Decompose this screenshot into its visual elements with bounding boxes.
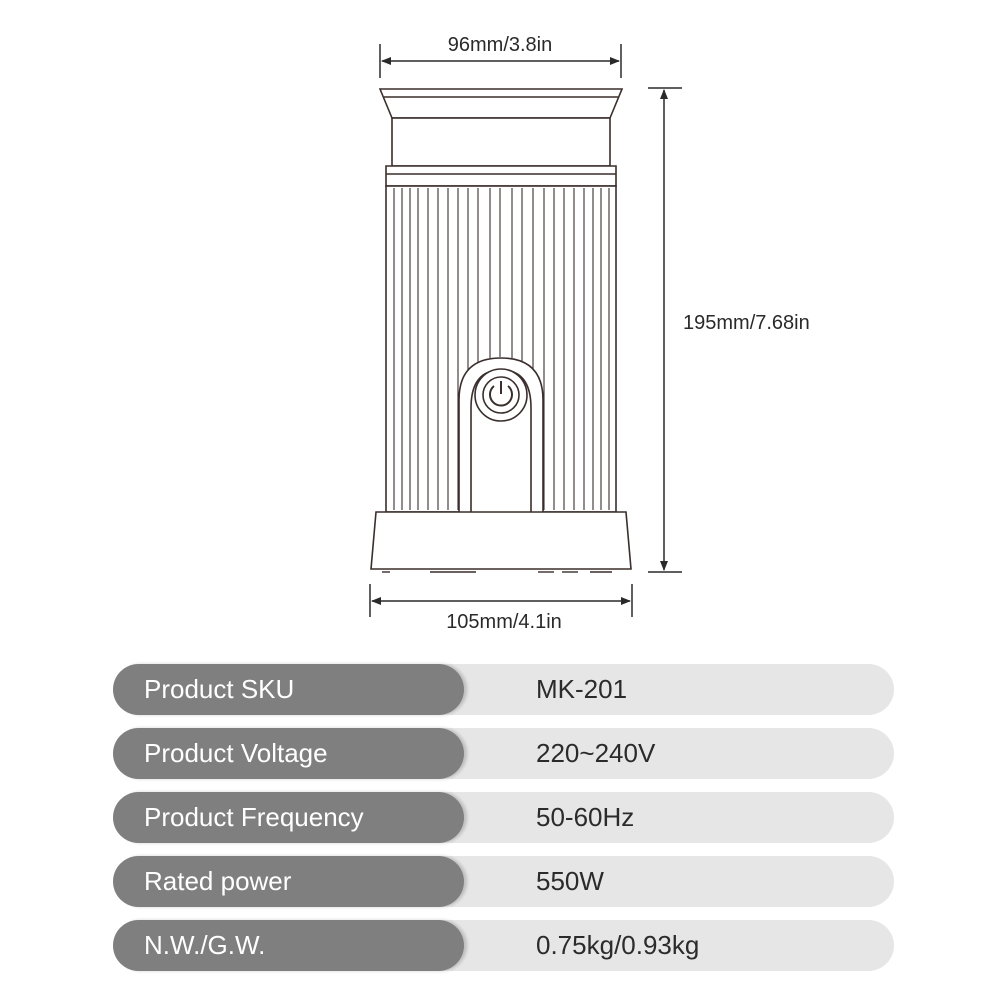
spec-row: N.W./G.W. 0.75kg/0.93kg — [113, 920, 894, 971]
base-width-label: 105mm/4.1in — [446, 611, 562, 633]
height-dimension: 195mm/7.68in — [648, 87, 810, 573]
top-width-dimension: 96mm/3.8in — [379, 34, 622, 78]
spec-value: MK-201 — [536, 674, 628, 704]
body-ribs — [393, 188, 610, 510]
height-label: 195mm/7.68in — [683, 312, 810, 334]
spec-row: Rated power 550W — [113, 856, 894, 907]
spec-value: 550W — [536, 866, 604, 896]
spec-row: Product Voltage 220~240V — [113, 728, 894, 779]
spec-label: Product Frequency — [113, 792, 464, 843]
spec-label: Product Voltage — [113, 728, 464, 779]
base-width-dimension: 105mm/4.1in — [369, 584, 633, 633]
milk-frother-drawing — [370, 88, 632, 573]
spec-label: Product SKU — [113, 664, 464, 715]
spec-row: Product Frequency 50-60Hz — [113, 792, 894, 843]
spec-table: Product SKU MK-201 Product Voltage 220~2… — [113, 664, 894, 984]
spec-row: Product SKU MK-201 — [113, 664, 894, 715]
spec-label: N.W./G.W. — [113, 920, 464, 971]
top-width-label: 96mm/3.8in — [448, 34, 553, 56]
spec-value: 0.75kg/0.93kg — [536, 930, 700, 960]
power-icon — [474, 368, 528, 422]
spec-label: Rated power — [113, 856, 464, 907]
product-diagram: 96mm/3.8in 195mm/7.68in 105mm/4.1in — [369, 34, 810, 633]
spec-value: 220~240V — [536, 738, 656, 768]
spec-value: 50-60Hz — [536, 802, 635, 832]
